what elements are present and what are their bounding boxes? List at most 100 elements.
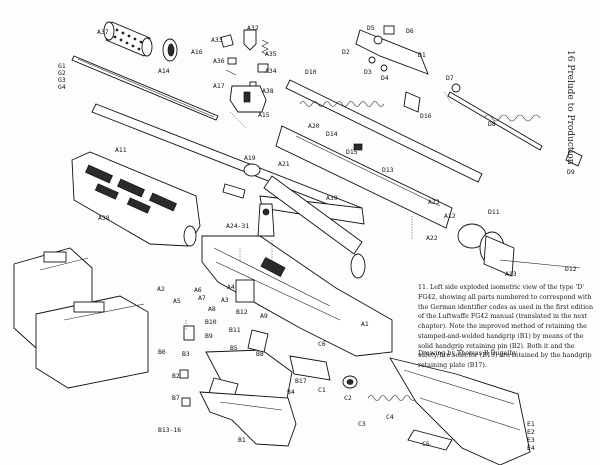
- label-a36: A36: [213, 57, 225, 65]
- pistol-grip-part: [199, 391, 297, 447]
- label-e3: E3: [527, 436, 535, 444]
- label-a16: A16: [191, 48, 203, 56]
- trigger-group-part: [179, 325, 293, 407]
- leader-lines: [185, 91, 453, 330]
- label-a12: A12: [444, 212, 456, 220]
- gas-block-part: [229, 85, 267, 113]
- bolt-part: [289, 355, 453, 451]
- running-header: 16 Prelude to Production: [563, 50, 577, 190]
- label-a33: A33: [211, 36, 223, 44]
- label-b3: B3: [182, 350, 190, 358]
- label-a32: A32: [247, 24, 259, 32]
- label-a15: A15: [258, 111, 270, 119]
- label-d5: D5: [367, 24, 375, 32]
- label-d9: D9: [567, 168, 575, 176]
- label-c4: C4: [386, 413, 394, 421]
- guide-rod-part: [499, 259, 581, 269]
- label-a24-31: A24-31: [226, 222, 249, 230]
- label-a6: A6: [194, 286, 202, 294]
- label-g1: G1: [58, 62, 66, 70]
- label-b9: B9: [205, 332, 213, 340]
- label-g2: G2: [58, 69, 66, 77]
- label-b6: B6: [158, 348, 166, 356]
- label-c5: C5: [422, 440, 430, 448]
- label-g3: G3: [58, 76, 66, 84]
- label-d8: D8: [488, 120, 496, 128]
- label-b2: B2: [172, 372, 180, 380]
- caption-text: 11. Left side exploded isometric view of…: [418, 284, 594, 369]
- flash-hider-part: [103, 21, 153, 57]
- operating-rod-part: [285, 79, 483, 183]
- label-a9: A9: [260, 312, 268, 320]
- label-e1: E1: [527, 420, 535, 428]
- label-a21: A21: [278, 160, 290, 168]
- label-c3: C3: [358, 420, 366, 428]
- label-b4: B4: [287, 388, 295, 396]
- gas-cylinder-part: [243, 163, 366, 279]
- label-b1: B1: [238, 436, 246, 444]
- label-a14: A14: [158, 67, 170, 75]
- label-d1: D1: [418, 51, 426, 59]
- label-a17: A17: [213, 82, 225, 90]
- magazine-part: [35, 295, 149, 389]
- label-b5: B5: [230, 344, 238, 352]
- label-a1: A1: [361, 320, 369, 328]
- label-a39: A39: [326, 194, 338, 202]
- label-d6: D6: [406, 27, 414, 35]
- label-c6: C6: [318, 340, 326, 348]
- bolt-carrier-part: [355, 25, 583, 167]
- label-d2: D2: [342, 48, 350, 56]
- label-a11: A11: [115, 146, 127, 154]
- label-a7: A7: [198, 294, 206, 302]
- label-a34: A34: [265, 67, 277, 75]
- label-a20: A20: [308, 122, 320, 130]
- label-d13: D13: [382, 166, 394, 174]
- label-b7: B7: [172, 394, 180, 402]
- label-e4: E4: [527, 444, 535, 452]
- label-d7: D7: [446, 74, 454, 82]
- label-a13: A13: [505, 270, 517, 278]
- label-a23: A23: [428, 198, 440, 206]
- label-a38: A38: [98, 214, 110, 222]
- label-a19: A19: [244, 154, 256, 162]
- label-b12: B12: [236, 308, 248, 316]
- label-b13-16: B13-16: [158, 426, 181, 434]
- label-b10: B10: [205, 318, 217, 326]
- label-d14: D14: [326, 130, 338, 138]
- label-e2: E2: [527, 428, 535, 436]
- receiver-part: [201, 235, 393, 357]
- buttstock-part: [389, 357, 531, 465]
- label-b11: B11: [229, 326, 241, 334]
- label-a3: A3: [221, 296, 229, 304]
- front-sight-part: [257, 203, 275, 237]
- label-d4: D4: [381, 74, 389, 82]
- label-d16: D16: [420, 112, 432, 120]
- label-a22: A22: [426, 234, 438, 242]
- label-c2: C2: [344, 394, 352, 402]
- part-labels: A37 A33 A32 A35 A36 A34 A16 A14 A17 A38 …: [58, 24, 577, 452]
- drawing-credit: Drawing by Thomas B Dugelby: [418, 350, 517, 357]
- label-d3: D3: [364, 68, 372, 76]
- label-a4: A4: [227, 283, 235, 291]
- label-c1: C1: [318, 386, 326, 394]
- label-b17: B17: [295, 377, 307, 385]
- label-d11: D11: [488, 208, 500, 216]
- ring-part: [162, 38, 178, 62]
- label-d10: D10: [305, 68, 317, 76]
- label-a35: A35: [265, 50, 277, 58]
- label-a37: A37: [97, 28, 109, 36]
- label-d15: D15: [346, 148, 358, 156]
- label-a38-top: A38: [262, 87, 274, 95]
- label-b8: B8: [256, 350, 264, 358]
- bayonet-part: [71, 55, 219, 121]
- slide-part: [275, 125, 515, 277]
- label-g4: G4: [58, 83, 66, 91]
- handguard-part: [71, 151, 201, 247]
- page-title: 16 Prelude to Production: [565, 50, 575, 165]
- label-d12: D12: [565, 265, 577, 273]
- label-a5: A5: [173, 297, 181, 305]
- figure-caption: 11. Left side exploded isometric view of…: [418, 283, 596, 371]
- label-a8: A8: [208, 305, 216, 313]
